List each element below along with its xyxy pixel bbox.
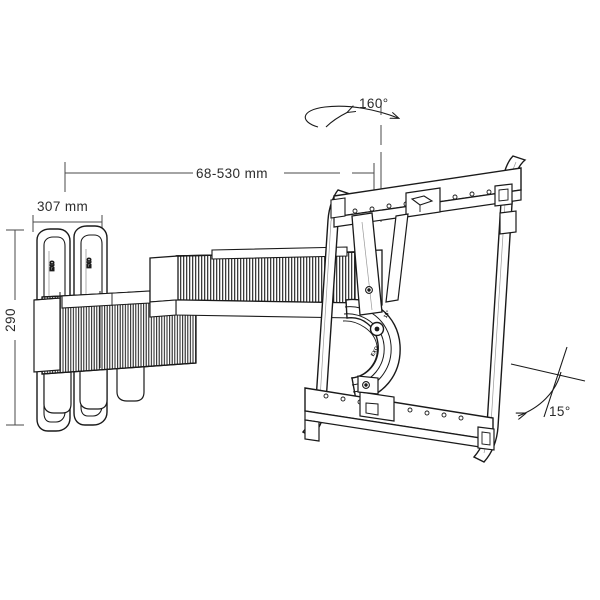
dimension-height xyxy=(6,229,24,426)
dimension-label-extension: 68-530 mm xyxy=(196,166,268,181)
tilt-pivot-disc: 15° EXO xyxy=(342,298,401,401)
angle-label-tilt: 15° xyxy=(549,404,571,419)
diagonal-brace xyxy=(385,213,409,303)
bracket-logo-left: EXO xyxy=(50,261,56,272)
swivel-angle-indicator xyxy=(304,100,398,222)
dimension-label-plate-width: 307 mm xyxy=(37,199,88,214)
post-hook-top-left xyxy=(330,197,346,219)
pivot-support-strut xyxy=(351,212,383,395)
post-hook-bottom-left xyxy=(304,419,320,442)
post-hook-bottom-right xyxy=(477,426,495,451)
bottom-rail-clamp xyxy=(359,391,395,422)
bracket-logo-right: EXO xyxy=(87,258,93,269)
wall-plate-feet xyxy=(43,361,145,414)
post-hook-upper-right xyxy=(499,210,517,235)
upper-articulating-arm xyxy=(149,246,383,306)
pivot-label-lower: EXO xyxy=(370,345,380,357)
post-hook-top-right xyxy=(494,183,513,207)
tv-frame-bottom-rail xyxy=(304,387,494,450)
tilt-angle-indicator xyxy=(510,346,586,417)
angle-label-swivel: 160° xyxy=(359,96,389,111)
arm-underside-faces xyxy=(149,299,356,319)
top-rail-clamp xyxy=(405,187,441,218)
pivot-label-upper: 15° xyxy=(383,310,392,319)
tv-mount-frame xyxy=(301,155,527,463)
dimension-label-height: 290 xyxy=(3,308,18,332)
